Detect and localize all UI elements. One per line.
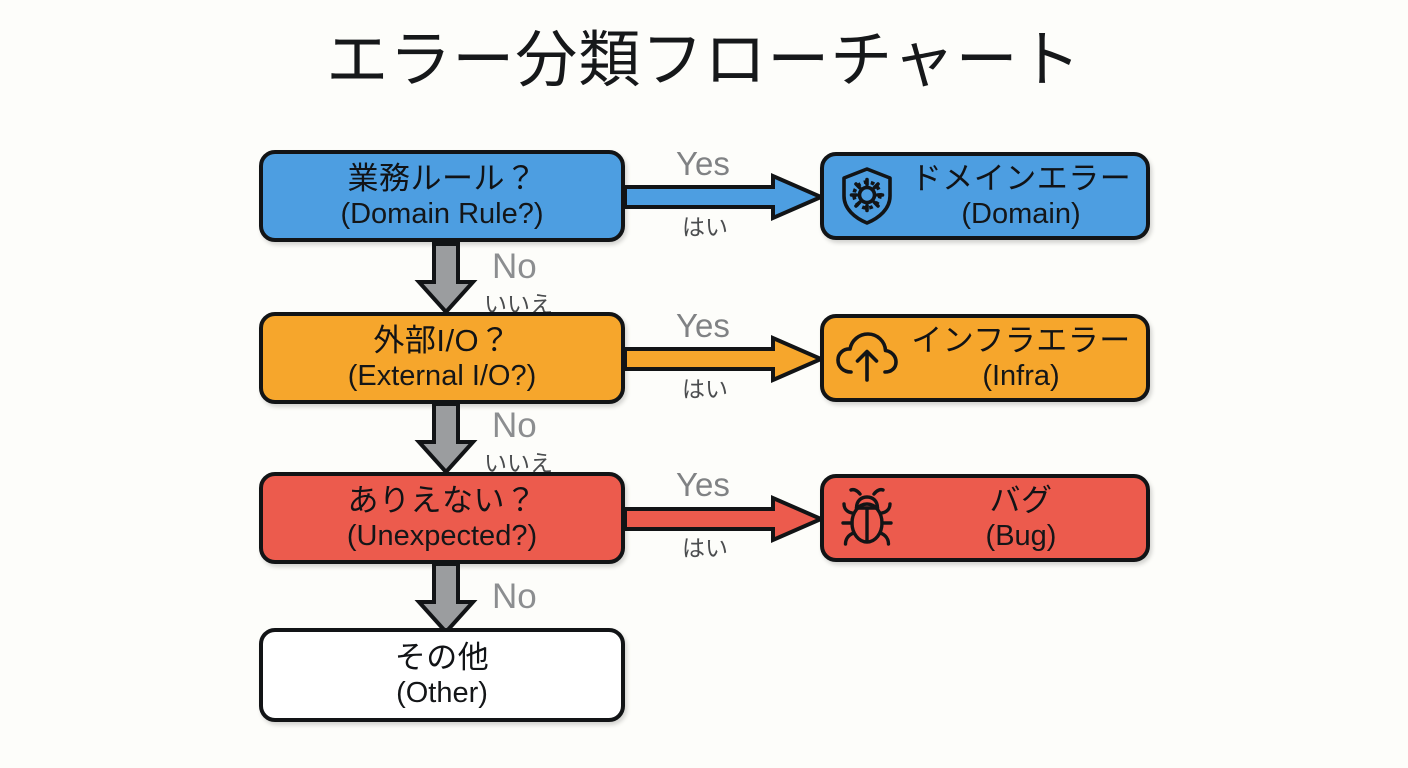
shield-gear-icon <box>824 166 910 226</box>
edge-label-iie-2: いいえ <box>484 450 553 476</box>
decision-node-domain-rule[interactable]: 業務ルール？ (Domain Rule?) <box>259 150 625 242</box>
node-labels: バグ (Bug) <box>910 482 1132 553</box>
decision-node-unexpected[interactable]: ありえない？ (Unexpected?) <box>259 472 625 564</box>
node-labels: 業務ルール？ (Domain Rule?) <box>340 160 544 231</box>
node-label-en: (Other) <box>396 677 488 710</box>
node-labels: その他 (Other) <box>394 639 490 710</box>
arrow-no-1 <box>414 242 478 315</box>
node-label-jp: ドメインエラー <box>910 160 1132 196</box>
edge-label-yes-2: Yes <box>676 307 730 344</box>
node-label-jp: 外部I/O？ <box>373 322 511 358</box>
edge-label-no-1: No <box>492 247 537 286</box>
node-label-jp: インフラエラー <box>911 322 1131 358</box>
arrow-yes-infra <box>623 334 826 384</box>
node-label-en: (Bug) <box>985 520 1057 553</box>
cloud-upload-icon <box>824 330 910 386</box>
edge-label-hai-3: はい <box>682 535 728 561</box>
bug-icon <box>824 487 910 549</box>
edge-label-no-3: No <box>492 577 537 616</box>
node-label-en: (External I/O?) <box>347 360 537 393</box>
outcome-node-domain-error[interactable]: ドメインエラー (Domain) <box>820 152 1150 240</box>
arrow-no-3 <box>414 562 478 635</box>
edge-label-yes-1: Yes <box>676 145 730 182</box>
node-label-jp: 業務ルール？ <box>347 160 537 196</box>
edge-label-hai-2: はい <box>682 376 728 402</box>
node-label-en: (Infra) <box>982 360 1060 393</box>
edge-label-yes-3: Yes <box>676 466 730 503</box>
node-label-jp: ありえない？ <box>347 482 537 518</box>
page-title: エラー分類フローチャート <box>326 26 1082 95</box>
node-labels: ありえない？ (Unexpected?) <box>346 482 538 553</box>
arrow-no-2 <box>414 402 478 475</box>
edge-label-hai-1: はい <box>682 214 728 240</box>
outcome-node-bug[interactable]: バグ (Bug) <box>820 474 1150 562</box>
arrow-yes-domain <box>623 172 826 222</box>
node-labels: 外部I/O？ (External I/O?) <box>347 322 537 393</box>
node-labels: ドメインエラー (Domain) <box>910 160 1132 231</box>
decision-node-external-io[interactable]: 外部I/O？ (External I/O?) <box>259 312 625 404</box>
terminal-node-other[interactable]: その他 (Other) <box>259 628 625 722</box>
node-label-jp: その他 <box>394 639 490 675</box>
node-label-en: (Domain) <box>961 198 1081 231</box>
edge-label-no-2: No <box>492 406 537 445</box>
outcome-node-infra-error[interactable]: インフラエラー (Infra) <box>820 314 1150 402</box>
node-labels: インフラエラー (Infra) <box>910 322 1132 393</box>
arrow-yes-bug <box>623 494 826 544</box>
node-label-en: (Unexpected?) <box>346 520 538 553</box>
node-label-en: (Domain Rule?) <box>340 198 544 231</box>
node-label-jp: バグ <box>989 482 1053 518</box>
